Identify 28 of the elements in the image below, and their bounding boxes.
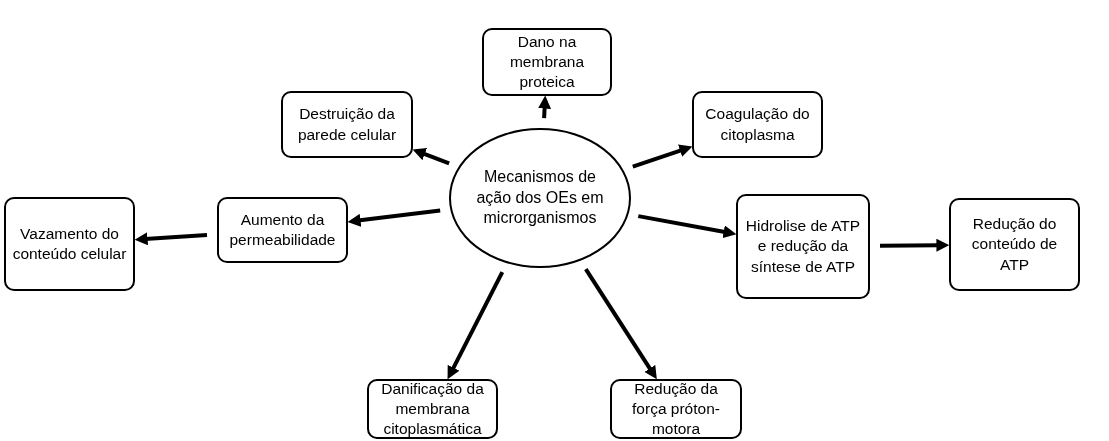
arrow bbox=[879, 238, 950, 252]
node-text: Hidrolise de ATP e redução da síntese de ATP bbox=[744, 216, 862, 277]
process-box bbox=[367, 379, 498, 439]
arrow bbox=[347, 208, 441, 227]
arrow bbox=[538, 95, 552, 119]
node-text: Redução da força próton-motora bbox=[631, 378, 721, 440]
arrow bbox=[584, 268, 657, 380]
node-text: Vazamento do conteúdo celular bbox=[12, 223, 127, 264]
node-text: Aumento da permeabilidade bbox=[228, 209, 337, 250]
process-box bbox=[736, 194, 870, 299]
node-text: Mecanismos de ação dos OEs em microrganismos bbox=[475, 166, 605, 229]
node-text: Redução do conteúdo de ATP bbox=[970, 214, 1059, 275]
process-box bbox=[281, 91, 413, 158]
arrow bbox=[412, 148, 450, 166]
node-text: Danificação da membrana citoplasmática bbox=[380, 378, 485, 440]
process-box bbox=[610, 379, 742, 439]
node-text: Coagulação do citoplasma bbox=[704, 104, 811, 145]
arrow bbox=[447, 271, 505, 380]
process-box bbox=[949, 198, 1080, 291]
process-box bbox=[4, 197, 135, 291]
process-box bbox=[482, 28, 612, 96]
arrow bbox=[637, 214, 737, 239]
process-box bbox=[692, 91, 823, 158]
node-text: Destruição da parede celular bbox=[296, 104, 398, 145]
process-box bbox=[217, 197, 348, 263]
arrow bbox=[632, 144, 693, 169]
arrow bbox=[134, 232, 208, 246]
node-text: Dano na membrana proteica bbox=[508, 31, 586, 93]
